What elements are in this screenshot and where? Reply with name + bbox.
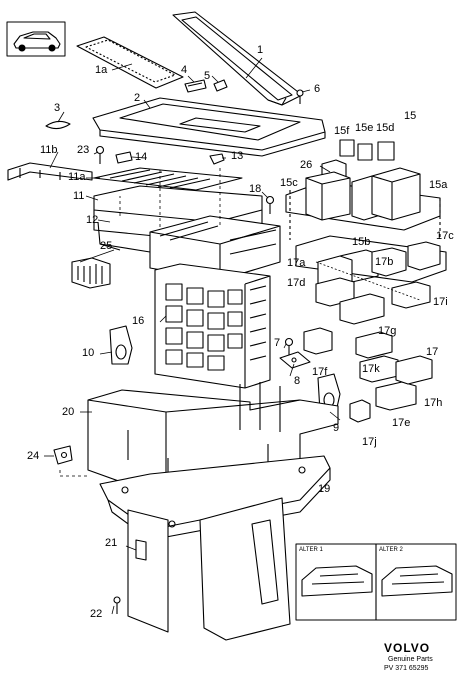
callout-15a: 15a — [429, 179, 448, 191]
callout-16: 16 — [132, 315, 145, 327]
part-14-fuse — [115, 151, 133, 164]
callout-24: 24 — [27, 450, 40, 462]
callout-12: 12 — [86, 214, 99, 226]
callout-17h: 17h — [424, 397, 443, 409]
callout-17d: 17d — [287, 277, 306, 289]
part-24-clip — [53, 445, 73, 465]
callout-17e: 17e — [392, 417, 411, 429]
callout-19: 19 — [318, 483, 331, 495]
callout-17f: 17f — [312, 366, 328, 378]
part-16-relay-box — [154, 263, 271, 389]
part-1a-seal — [76, 36, 184, 89]
part-23-screw — [95, 145, 105, 164]
part-3-cap — [45, 120, 71, 130]
callout-17c: 17c — [436, 230, 454, 242]
callout-17k: 17k — [362, 363, 380, 375]
callout-15e: 15e — [355, 122, 374, 134]
callout-13: 13 — [231, 150, 244, 162]
callout-10: 10 — [82, 347, 95, 359]
callout-25: 25 — [100, 240, 113, 252]
part-6-screw — [296, 89, 304, 104]
part-11b-bracket — [7, 162, 93, 181]
callout-17: 17 — [426, 346, 439, 358]
callout-17i: 17i — [433, 296, 448, 308]
part-7-screw — [284, 337, 294, 356]
part-2-tray — [92, 97, 326, 157]
leader-lines — [44, 57, 421, 615]
callout-8: 8 — [294, 375, 301, 387]
volvo-brand: VOLVO — [384, 641, 431, 655]
callout-15f: 15f — [334, 125, 350, 137]
part-25-connector — [71, 257, 111, 289]
callout-21: 21 — [105, 537, 118, 549]
callout-22: 22 — [90, 608, 103, 620]
car-icon — [6, 21, 66, 57]
part-13-connector — [209, 153, 225, 165]
callout-15d: 15d — [376, 122, 395, 134]
inset-label-alter-2: ALTER 2 — [379, 547, 403, 553]
part-18-screw — [265, 195, 275, 214]
part-11a-fuse-strip — [93, 167, 243, 191]
alternative-inset — [295, 543, 457, 621]
part-17-relay-group — [295, 235, 447, 411]
inset-label-alter-1: ALTER 1 — [299, 547, 323, 553]
part-17j-relay — [349, 399, 371, 423]
callout-17g: 17g — [378, 325, 397, 337]
callout-20: 20 — [62, 406, 75, 418]
callout-7: 7 — [274, 337, 281, 349]
callout-17j: 17j — [362, 436, 377, 448]
callout-1a: 1a — [95, 64, 108, 76]
part-21-panel — [127, 497, 291, 641]
callout-17b: 17b — [375, 256, 394, 268]
part-number-code: PV 371 65295 — [384, 665, 429, 672]
callout-15b: 15b — [352, 236, 371, 248]
part-10-bushing — [109, 325, 133, 365]
callout-9: 9 — [333, 422, 340, 434]
callout-17a: 17a — [287, 257, 306, 269]
callout-23: 23 — [77, 144, 90, 156]
part-4-clip — [184, 79, 207, 93]
callout-26: 26 — [300, 159, 313, 171]
part-15-relay-group — [285, 139, 441, 240]
callout-15c: 15c — [280, 177, 298, 189]
part-1-cover — [172, 11, 303, 106]
callout-14: 14 — [135, 151, 148, 163]
callout-11: 11 — [73, 190, 85, 202]
part-5-clip — [213, 79, 228, 92]
callout-6: 6 — [314, 83, 321, 95]
part-8-plate — [279, 351, 311, 369]
part-22-screw — [113, 596, 121, 614]
callout-2: 2 — [134, 92, 141, 104]
genuine-parts-label: Genuine Parts — [388, 656, 433, 663]
callout-11b: 11b — [40, 144, 58, 156]
callout-3: 3 — [54, 102, 61, 114]
callout-4: 4 — [181, 64, 188, 76]
callout-15: 15 — [404, 110, 417, 122]
callout-11a: 11a — [68, 171, 86, 183]
callout-1: 1 — [257, 44, 264, 56]
callout-5: 5 — [204, 70, 211, 82]
callout-18: 18 — [249, 183, 262, 195]
